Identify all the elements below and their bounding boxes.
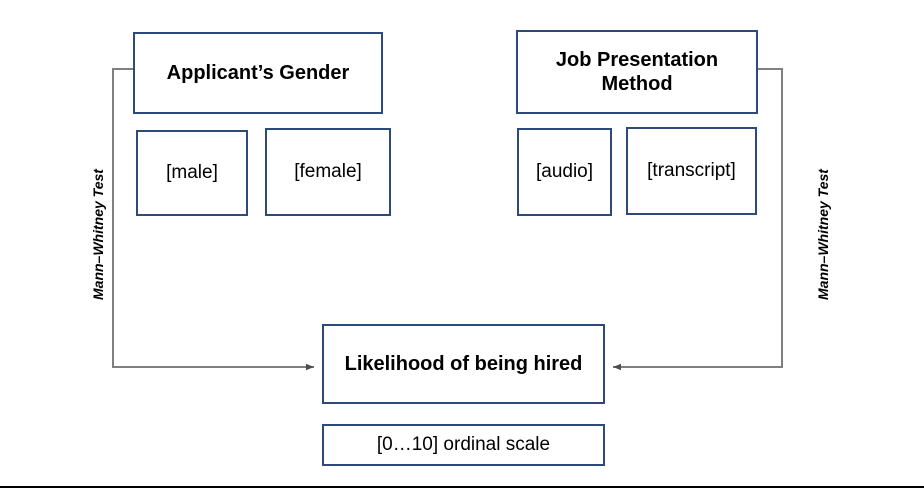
- dependent-variable-box: Likelihood of being hired: [322, 324, 605, 404]
- left-statistical-test-label: Mann–Whitney Test: [90, 169, 106, 300]
- independent-variable-method-box: Job Presentation Method: [516, 30, 758, 114]
- right-statistical-test-label: Mann–Whitney Test: [815, 169, 831, 300]
- level-box-male: [male]: [136, 130, 248, 216]
- level-box-transcript: [transcript]: [626, 127, 757, 215]
- level-label-audio: [audio]: [535, 161, 594, 183]
- level-label-male: [male]: [166, 162, 218, 184]
- level-box-audio: [audio]: [517, 128, 612, 216]
- level-label-female: [female]: [294, 161, 362, 183]
- dependent-variable-scale-label: [0…10] ordinal scale: [376, 434, 551, 456]
- dependent-variable-scale-box: [0…10] ordinal scale: [322, 424, 605, 466]
- method-title-line-1: Job Presentation: [555, 48, 719, 71]
- dependent-variable-title: Likelihood of being hired: [344, 352, 583, 375]
- independent-variable-gender-title: Applicant’s Gender: [166, 61, 350, 84]
- independent-variable-method-title: Job Presentation Method: [556, 48, 718, 97]
- level-box-female: [female]: [265, 128, 391, 216]
- level-label-transcript: [transcript]: [647, 160, 736, 182]
- page-bottom-rule: [0, 486, 924, 488]
- independent-variable-gender-box: Applicant’s Gender: [133, 32, 383, 114]
- method-title-line-2: Method: [601, 73, 673, 95]
